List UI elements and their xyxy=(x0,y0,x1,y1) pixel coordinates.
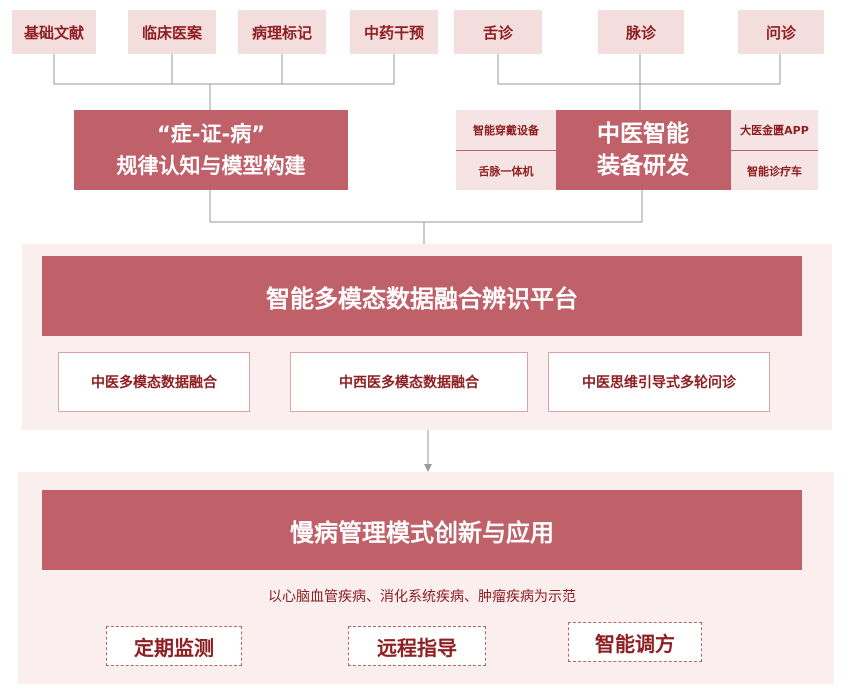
arrow-head xyxy=(424,464,432,472)
application-caption: 以心脑血管疾病、消化系统疾病、肿瘤疾病为示范 xyxy=(268,589,576,605)
equipment-item-app: 大医金匮APP xyxy=(731,110,818,150)
platform-subitem-tcm-fusion: 中医多模态数据融合 xyxy=(58,352,250,412)
tcm-equipment-center: 中医智能 装备研发 xyxy=(556,110,730,190)
syndrome-model-box: “症-证-病” 规律认知与模型构建 xyxy=(74,110,348,190)
equipment-item-wearable: 智能穿戴设备 xyxy=(456,110,556,150)
platform-title: 智能多模态数据融合辨识平台 xyxy=(42,256,802,336)
application-title: 慢病管理模式创新与应用 xyxy=(42,490,802,570)
tcm-equipment-line1: 中医智能 xyxy=(597,121,689,147)
equipment-item-tongue-pulse-machine: 舌脉一体机 xyxy=(456,151,556,190)
source-box-herbal-intervention: 中药干预 xyxy=(350,10,438,54)
outcome-smart-prescription: 智能调方 xyxy=(568,622,702,662)
equipment-item-clinic-vehicle: 智能诊疗车 xyxy=(731,151,818,190)
source-box-clinical-cases: 临床医案 xyxy=(128,10,216,54)
outcome-remote-guidance: 远程指导 xyxy=(348,626,486,666)
source-box-inquiry-diagnosis: 问诊 xyxy=(738,10,824,54)
platform-subitem-guided-inquiry: 中医思维引导式多轮问诊 xyxy=(548,352,770,412)
tcm-equipment-line2: 装备研发 xyxy=(597,153,689,179)
source-box-pathology-markers: 病理标记 xyxy=(238,10,326,54)
syndrome-model-line2: 规律认知与模型构建 xyxy=(116,154,306,178)
syndrome-model-line1: “症-证-病” xyxy=(156,122,266,146)
platform-subitem-integrated-fusion: 中西医多模态数据融合 xyxy=(290,352,528,412)
outcome-regular-monitoring: 定期监测 xyxy=(106,626,242,666)
source-box-tongue-diagnosis: 舌诊 xyxy=(454,10,542,54)
source-box-literature: 基础文献 xyxy=(12,10,96,54)
source-box-pulse-diagnosis: 脉诊 xyxy=(598,10,684,54)
